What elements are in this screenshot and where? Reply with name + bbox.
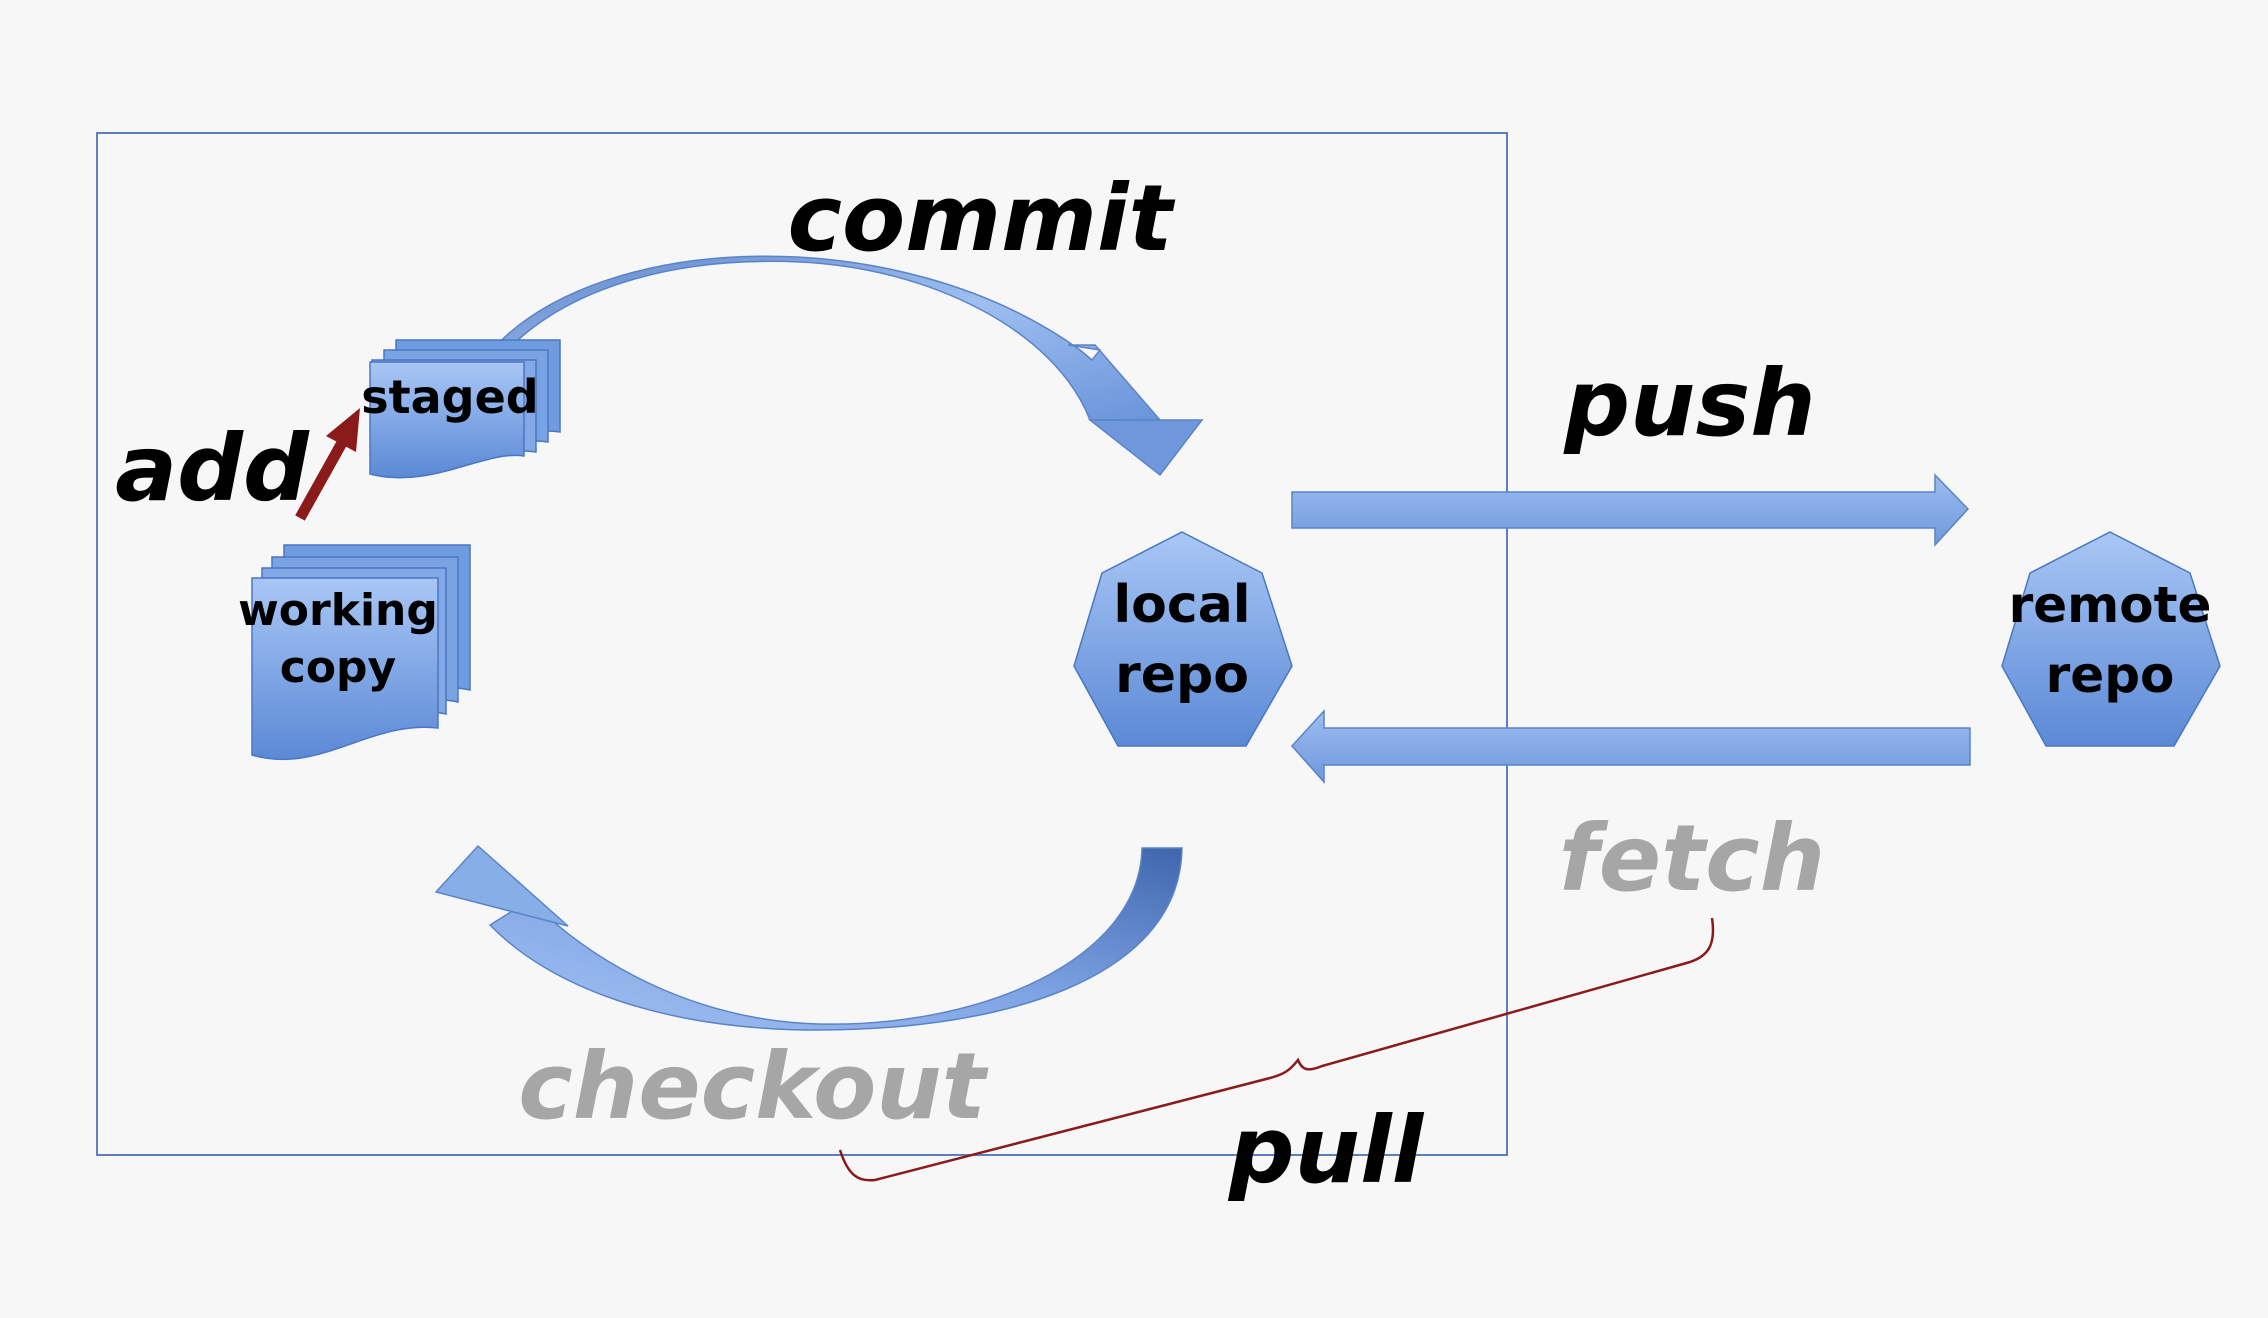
working-copy-label-line1: working bbox=[238, 585, 438, 636]
fetch-arrow bbox=[1290, 709, 1971, 784]
fetch-label: fetch bbox=[1559, 805, 1825, 912]
push-label: push bbox=[1563, 350, 1816, 457]
local-area-frame bbox=[96, 132, 1508, 1156]
working-copy-label-line2: copy bbox=[280, 642, 397, 693]
commit-curved-arrow bbox=[490, 255, 1162, 421]
local-repo-node bbox=[1073, 531, 1293, 747]
checkout-curved-arrow bbox=[488, 847, 1183, 1031]
push-arrow bbox=[1291, 473, 1970, 547]
pull-brace bbox=[838, 917, 1715, 1182]
add-label: add bbox=[115, 415, 310, 522]
staged-document-stack bbox=[369, 339, 561, 479]
add-arrow bbox=[295, 408, 360, 521]
remote-repo-label-line2: repo bbox=[2046, 646, 2175, 704]
remote-repo-node bbox=[2001, 531, 2221, 747]
pull-label: pull bbox=[1228, 1097, 1425, 1204]
commit-arrow-head bbox=[1087, 419, 1204, 477]
commit-label: commit bbox=[788, 165, 1176, 272]
checkout-label: checkout bbox=[518, 1033, 989, 1140]
checkout-arrow-head bbox=[434, 844, 569, 927]
remote-repo-label-line1: remote bbox=[2009, 576, 2212, 634]
staged-label: staged bbox=[361, 370, 538, 424]
local-repo-label-line2: repo bbox=[1115, 645, 1249, 705]
working-copy-document-stack bbox=[251, 544, 471, 761]
local-repo-label-line1: local bbox=[1113, 575, 1250, 635]
